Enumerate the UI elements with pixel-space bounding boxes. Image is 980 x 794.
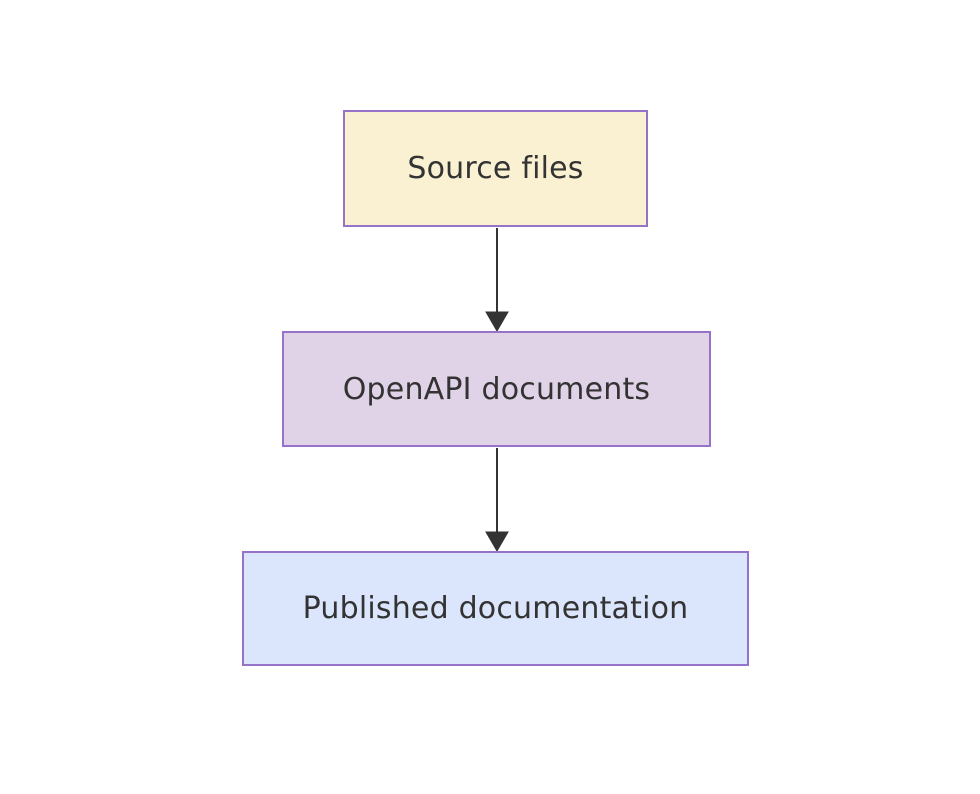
- node-published-documentation: Published documentation: [242, 551, 749, 666]
- node-source-files-label: Source files: [407, 151, 584, 186]
- node-published-documentation-label: Published documentation: [302, 591, 689, 626]
- node-openapi-documents-label: OpenAPI documents: [342, 371, 651, 407]
- node-openapi-documents: OpenAPI documents: [282, 331, 711, 447]
- edge-source-to-openapi: [485, 228, 509, 332]
- node-source-files: Source files: [343, 110, 648, 227]
- edge-openapi-to-published: [485, 448, 509, 552]
